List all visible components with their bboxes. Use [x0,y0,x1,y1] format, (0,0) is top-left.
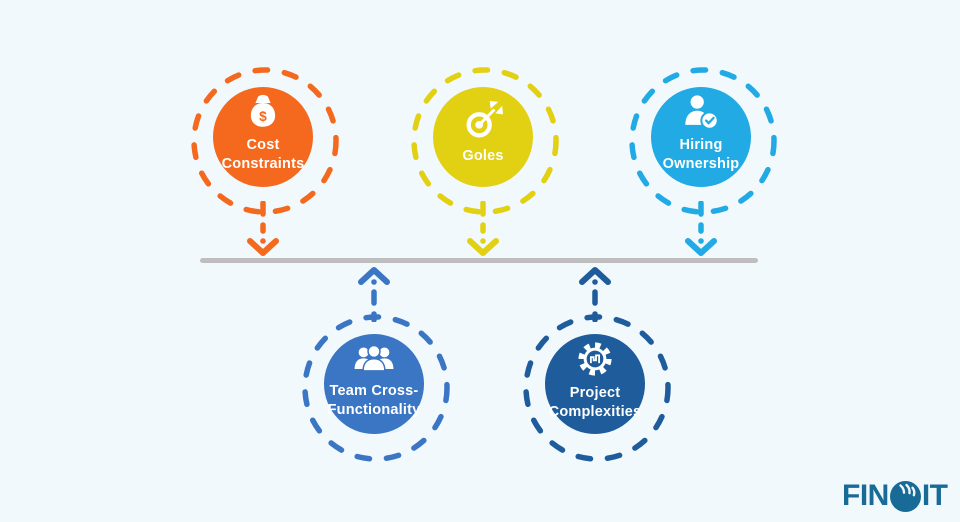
gear-icon [575,339,615,379]
money-bag-icon: $ [244,93,282,131]
label-line: Constraints [221,155,305,172]
down-arrow [467,201,499,256]
label-line: Cost [246,136,280,153]
circle-hiring-ownership: Hiring Ownership [651,87,751,187]
label-line: Hiring [679,136,723,153]
logo-text-pre: FIN [842,479,889,512]
logo-text-post: IT [921,479,948,512]
label-line: Complexities [548,403,642,420]
node-label: Hiring Ownership [663,136,740,174]
target-dart-icon [462,100,504,142]
label-line: Project [569,384,621,401]
team-group-icon [351,341,397,377]
node-label: Project Complexities [549,384,642,422]
svg-text:$: $ [259,109,267,124]
label-line: Ownership [662,155,740,172]
node-label: Team Cross- Functionality [328,382,421,420]
up-arrow [358,267,390,322]
timeline [200,258,758,263]
dashed-ring [629,67,777,215]
dashed-ring [191,67,339,215]
finoit-logo: FIN IT [842,479,948,513]
person-check-icon [680,93,722,131]
circle-cost-constraints: $ Cost Constraints [213,87,313,187]
circle-goles: Goles [433,87,533,187]
up-arrow [579,267,611,322]
circle-project-complexities: Project Complexities [545,334,645,434]
finoit-logo-o-icon [889,480,921,512]
label-line: Functionality [327,401,421,418]
label-line: Goles [462,148,504,164]
circle-team-cross-functionality: Team Cross- Functionality [324,334,424,434]
down-arrow [685,201,717,256]
label-line: Team Cross- [329,382,419,399]
down-arrow [247,201,279,256]
node-label: Cost Constraints [222,136,305,174]
dashed-ring [411,67,559,215]
node-label: Goles [462,147,503,166]
